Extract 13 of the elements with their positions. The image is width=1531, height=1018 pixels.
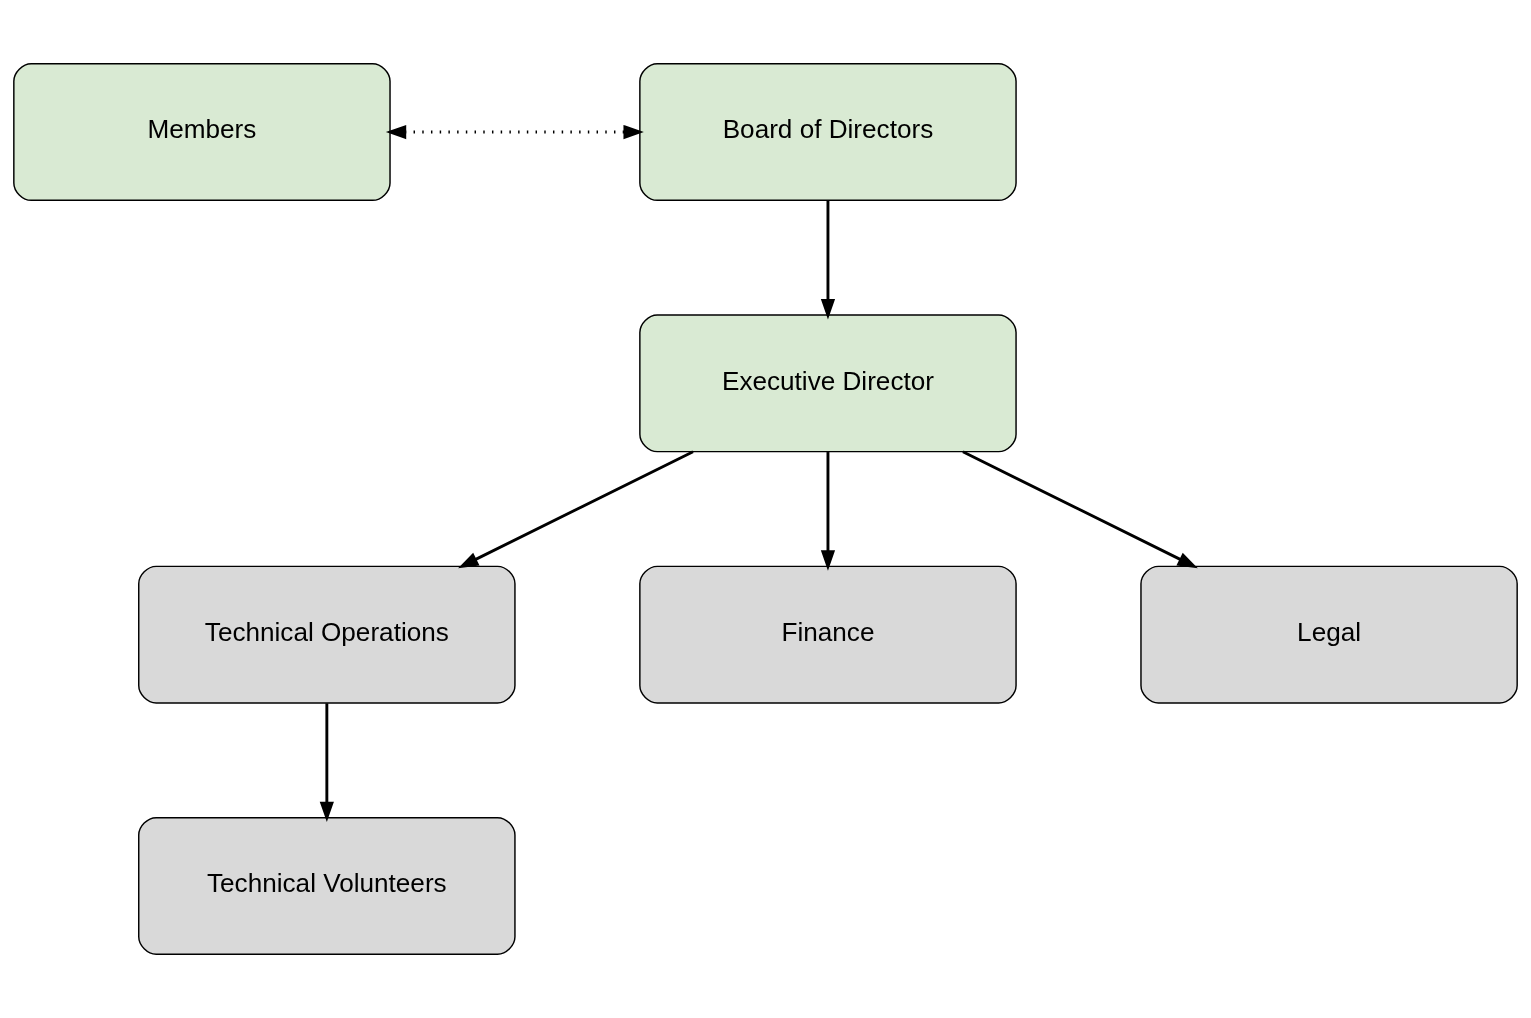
node-box: Executive Director — [639, 314, 1017, 453]
node-box: Board of Directors — [639, 63, 1017, 202]
arrow — [962, 450, 1198, 569]
arrow — [385, 124, 644, 140]
arrow — [820, 200, 836, 320]
node-box: Technical Volunteers — [138, 816, 516, 955]
arrow — [319, 703, 334, 822]
arrow — [458, 450, 694, 569]
node-box: Technical Operations — [138, 565, 516, 704]
node-box: Members — [13, 63, 391, 202]
arrow — [820, 452, 836, 571]
node-box: Legal — [1140, 565, 1518, 704]
node-box: Finance — [639, 565, 1017, 704]
